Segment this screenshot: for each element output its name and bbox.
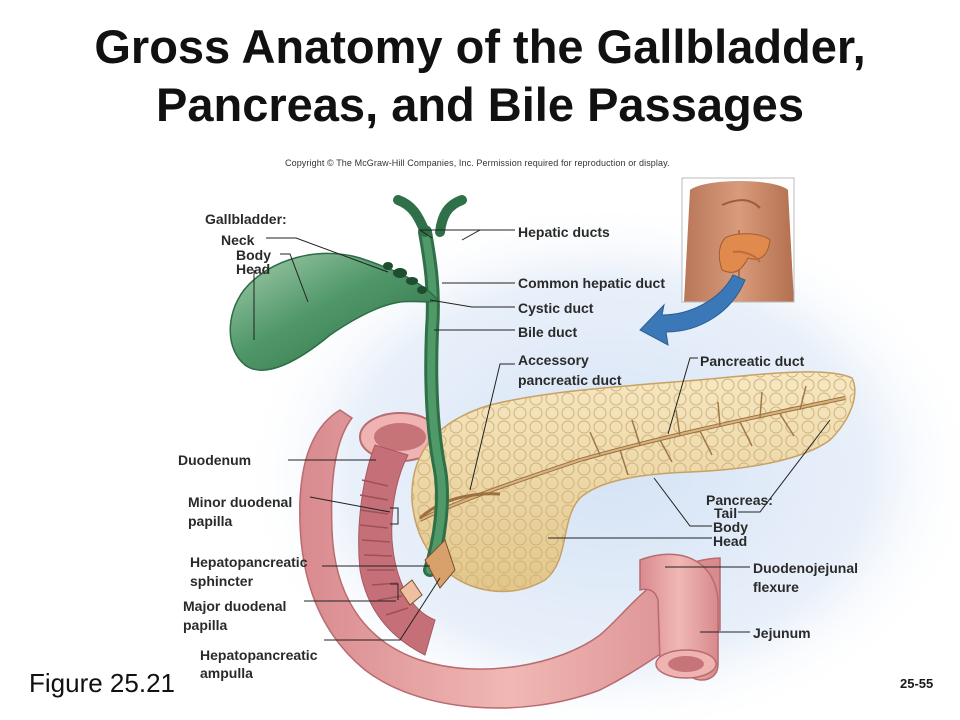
label-gallbladder-neck: Neck bbox=[221, 232, 255, 248]
page-number: 25-55 bbox=[900, 676, 934, 691]
title-line-1: Gross Anatomy of the Gallbladder, bbox=[94, 20, 866, 73]
label-jejunum: Jejunum bbox=[753, 625, 811, 641]
label-minor-papilla-line2: papilla bbox=[188, 513, 233, 529]
gallbladder-shape bbox=[229, 252, 440, 371]
label-gallbladder-head: Head bbox=[236, 261, 271, 277]
label-major-papilla-line2: papilla bbox=[183, 617, 228, 633]
label-cystic-duct: Cystic duct bbox=[518, 300, 594, 316]
label-pancreas-body: Body bbox=[713, 519, 748, 535]
label-accessory-duct-line2: pancreatic duct bbox=[518, 372, 622, 388]
slide-title: Gross Anatomy of the Gallbladder, Pancre… bbox=[0, 18, 960, 134]
label-ampulla-line2: ampulla bbox=[200, 665, 253, 681]
label-pancreas-head: Head bbox=[713, 533, 748, 549]
label-pancreas-tail: Tail bbox=[714, 505, 738, 521]
label-gallbladder-body: Body bbox=[236, 247, 271, 263]
label-common-hepatic-duct: Common hepatic duct bbox=[518, 275, 666, 291]
label-major-papilla-line1: Major duodenal bbox=[183, 598, 287, 614]
copyright-notice: Copyright © The McGraw-Hill Companies, I… bbox=[285, 158, 670, 168]
orientation-arrow bbox=[639, 274, 746, 346]
label-flexure-line1: Duodenojejunal bbox=[753, 560, 858, 576]
jejunum-shape bbox=[639, 553, 719, 681]
title-line-2: Pancreas, and Bile Passages bbox=[156, 78, 804, 131]
figure-label: Figure 25.21 bbox=[29, 668, 175, 698]
label-sphincter-line2: sphincter bbox=[190, 573, 254, 589]
duodenum-shape bbox=[299, 409, 721, 709]
label-pancreatic-duct: Pancreatic duct bbox=[700, 353, 805, 369]
label-gallbladder: Gallbladder: bbox=[205, 211, 287, 227]
label-sphincter-line1: Hepatopancreatic bbox=[190, 554, 308, 570]
label-pancreas: Pancreas: bbox=[706, 492, 773, 508]
label-flexure-line2: flexure bbox=[753, 579, 799, 595]
label-duodenum: Duodenum bbox=[178, 452, 252, 468]
label-bile-duct: Bile duct bbox=[518, 324, 578, 340]
label-ampulla-line1: Hepatopancreatic bbox=[200, 647, 318, 663]
label-hepatic-ducts: Hepatic ducts bbox=[518, 224, 610, 240]
label-accessory-duct-line1: Accessory bbox=[518, 352, 589, 368]
label-minor-papilla-line1: Minor duodenal bbox=[188, 494, 293, 510]
